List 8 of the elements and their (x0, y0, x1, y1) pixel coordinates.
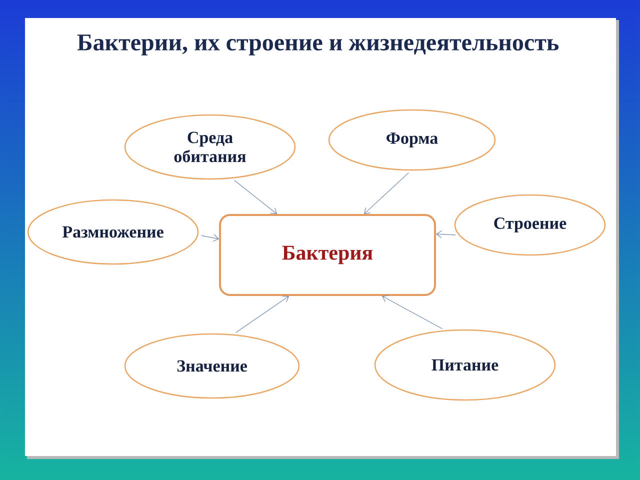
arrow (234, 180, 277, 214)
title: Бактерии, их строение и жизнедеятельность (77, 34, 559, 56)
arrow (200, 234, 219, 242)
central-box: Бактерия (219, 214, 436, 296)
arrow (236, 296, 289, 333)
arrow (364, 172, 410, 214)
arrow (436, 230, 456, 238)
arrow (382, 295, 443, 330)
